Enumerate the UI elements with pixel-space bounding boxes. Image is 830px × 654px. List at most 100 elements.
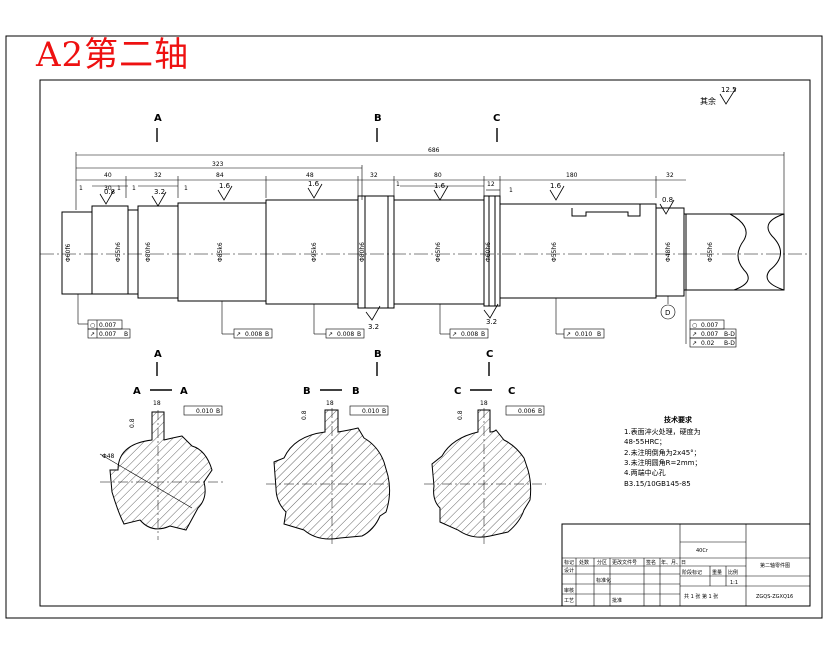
- tb-scale: 1:1: [730, 580, 738, 586]
- tol-2-val: 0.008: [245, 331, 262, 338]
- rough-5: 1.6: [550, 182, 562, 190]
- section-c-rough: 0.8: [457, 410, 464, 420]
- dim-seg-6: 12: [487, 181, 495, 188]
- tol-3-ref: B: [357, 331, 361, 338]
- tech-req-item-3: 3.未注明圆角R=2mm；: [624, 458, 702, 467]
- tol-5-sym: ↗: [566, 331, 571, 338]
- tol-4-val: 0.008: [461, 331, 478, 338]
- rough-3: 1.6: [308, 180, 320, 188]
- tech-req-item-5: B3.15/10GB145-85: [624, 480, 691, 488]
- tol-8-ref: B-D: [724, 340, 735, 347]
- section-b-ref: B: [382, 408, 386, 415]
- tb-stage-0: 阶段标记: [682, 569, 702, 576]
- section-label-b-2: B: [374, 349, 382, 360]
- dimension-texts: 686 323 40 32 84 48 32 80 12 180 32 1 30…: [79, 147, 674, 194]
- dim-small-6: 1: [117, 185, 121, 192]
- tech-req-item-1: 48-55HRC；: [624, 438, 666, 446]
- dia-8: Φ55h6: [551, 242, 558, 262]
- tol-1-sym: ↗: [90, 331, 95, 338]
- section-a-minor: Φ48: [102, 453, 115, 460]
- rough-1: 3.2: [154, 188, 165, 196]
- tb-col-1: 批准: [612, 597, 622, 604]
- tech-req-title: 技术要求: [664, 415, 693, 424]
- section-c-right: C: [508, 386, 515, 397]
- dia-5: Φ80h6: [359, 242, 366, 262]
- dimension-lines: [75, 152, 785, 215]
- section-c-left: C: [454, 386, 461, 397]
- tol-1-val: 0.007: [99, 331, 116, 338]
- rough-8: 3.2: [486, 318, 497, 326]
- roughness-rest-value: 12.5: [721, 86, 737, 94]
- section-a-flat: 0.010: [196, 408, 213, 415]
- section-views: A A Φ48 18 0.8 0.010 B B B 18 0.8 0.010 …: [99, 386, 546, 545]
- tb-material: 40Cr: [696, 548, 709, 554]
- tol-2-sym: ↗: [236, 331, 241, 338]
- tol-5-ref: B: [597, 331, 601, 338]
- dia-3: Φ85k6: [217, 242, 224, 262]
- dia-1: Φ55h6: [115, 242, 122, 262]
- datum-d: D: [665, 309, 670, 317]
- tol-4-sym: ↗: [452, 331, 457, 338]
- dia-4: Φ95k6: [311, 242, 318, 262]
- roughness-rest: 其余 12.5: [700, 86, 737, 106]
- shaft-outline: [40, 195, 810, 309]
- dim-overall: 686: [428, 147, 440, 154]
- section-b-shape: [273, 409, 391, 540]
- rough-7: 3.2: [368, 323, 379, 331]
- section-c-flat: 0.006: [518, 408, 535, 415]
- section-b-flat: 0.010: [362, 408, 379, 415]
- dim-seg-5: 80: [434, 172, 442, 179]
- shaft-diameters: Φ60f6 Φ55h6 Φ80h6 Φ85k6 Φ95k6 Φ80h6 Φ65h…: [65, 242, 714, 262]
- tb-header-4: 签名: [646, 559, 656, 566]
- tech-req-item-2: 2.未注明倒角为2x45°；: [624, 448, 701, 457]
- section-a-rough: 0.8: [129, 418, 136, 428]
- break-line: [766, 213, 785, 291]
- section-label-a: A: [154, 113, 162, 124]
- dim-small-5: 1: [509, 187, 513, 194]
- tol-8-val: 0.02: [701, 340, 715, 347]
- section-a-ref: B: [216, 408, 220, 415]
- tolerance-frames: ○ 0.007 ↗ 0.007 B ↗ 0.008 B ↗ 0.008 B ↗ …: [77, 290, 737, 348]
- tol-0-val: 0.007: [99, 322, 116, 329]
- section-a-left: A: [133, 386, 141, 397]
- stamp-title: A2第二轴: [36, 35, 190, 75]
- tb-row-0: 设计: [564, 567, 574, 574]
- dim-small-3: 1: [184, 185, 188, 192]
- tol-1-ref: B: [124, 331, 128, 338]
- tb-header-3: 更改文件号: [612, 559, 637, 566]
- dia-6: Φ65h6: [435, 242, 442, 262]
- dim-small-2: 1: [132, 185, 136, 192]
- tech-req-item-0: 1.表面淬火处理，硬度为: [624, 427, 701, 436]
- dim-seg-8: 32: [666, 172, 674, 179]
- section-b-width: 18: [326, 400, 334, 407]
- section-b-rough: 0.8: [301, 410, 308, 420]
- section-a-right: A: [180, 386, 188, 397]
- tb-part-name: 第二轴零件图: [760, 562, 790, 569]
- tb-header-0: 标记: [564, 559, 574, 566]
- rough-4: 1.6: [434, 182, 446, 190]
- dia-7: Φ60h6: [485, 242, 492, 262]
- section-a-width: 18: [153, 400, 161, 407]
- outer-border: [5, 35, 823, 619]
- tb-drawing-no: ZGQS-ZGXQ16: [756, 594, 793, 600]
- tol-3-sym: ↗: [328, 331, 333, 338]
- roughness-rest-prefix: 其余: [700, 96, 716, 106]
- dim-seg-2: 84: [216, 172, 224, 179]
- tech-req-item-4: 4.两端中心孔: [624, 468, 666, 477]
- tb-sheet: 共 1 张 第 1 张: [684, 593, 718, 600]
- section-label-b: B: [374, 113, 382, 124]
- dim-small-0: 1: [79, 185, 83, 192]
- dia-2: Φ80h6: [145, 242, 152, 262]
- tol-4-ref: B: [481, 331, 485, 338]
- roughness-marks: 0.8 3.2 1.6 1.6 1.6 1.6 0.8 3.2 3.2: [99, 180, 675, 331]
- dia-9: Φ48h6: [665, 242, 672, 262]
- dim-seg-4: 32: [370, 172, 378, 179]
- tol-7-sym: ↗: [692, 331, 697, 338]
- tb-stage-1: 重量: [712, 569, 722, 576]
- section-markers: A B C A B C: [154, 113, 500, 376]
- tb-header-1: 处数: [579, 559, 589, 566]
- section-label-a-2: A: [154, 349, 162, 360]
- rough-2: 1.6: [219, 182, 231, 190]
- tech-requirements: 技术要求 1.表面淬火处理，硬度为 48-55HRC； 2.未注明倒角为2x45…: [624, 415, 702, 488]
